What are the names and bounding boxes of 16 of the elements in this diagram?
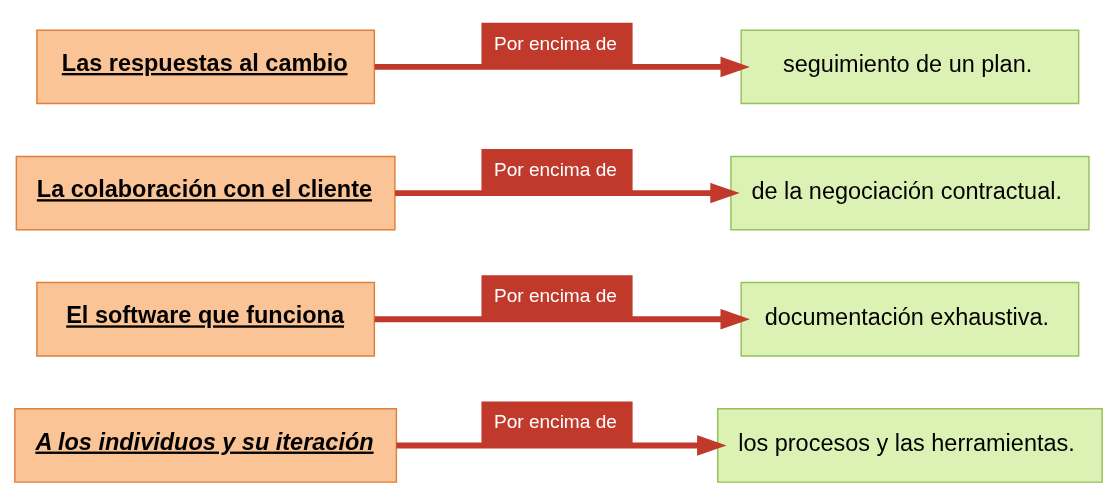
edge-label: Por encima de [493, 410, 617, 432]
node-box: El software que funciona [36, 281, 376, 357]
edge-label: Por encima de [493, 158, 617, 180]
arrow [374, 56, 750, 77]
node-box: de la negociación contractual. [730, 155, 1090, 230]
arrow [396, 434, 727, 456]
arrow [395, 182, 740, 203]
node-box: Las respuestas al cambio [36, 28, 376, 104]
edge-label: Por encima de [493, 284, 617, 306]
node-box: seguimiento de un plan. [740, 28, 1080, 104]
node-box: los procesos y las herramientas. [716, 407, 1103, 483]
node-box: A los individuos y su iteración [14, 407, 398, 483]
arrow [374, 308, 750, 330]
node-box: La colaboración con el cliente [15, 155, 396, 230]
edge-label: Por encima de [493, 32, 617, 54]
node-box: documentación exhaustiva. [740, 281, 1080, 357]
